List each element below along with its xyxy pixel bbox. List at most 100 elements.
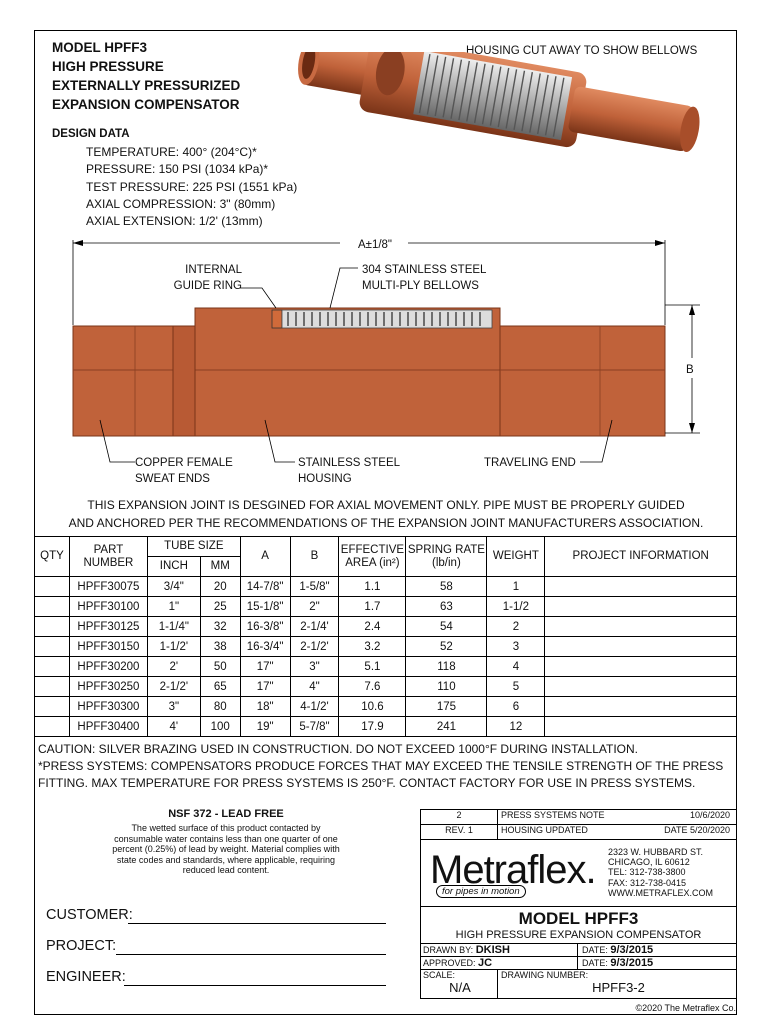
cell-mm: 20 — [199, 576, 241, 597]
cell-part: HPFF30100 — [68, 596, 148, 617]
caution-text: CAUTION: SILVER BRAZING USED IN CONSTRUC… — [38, 742, 724, 790]
cell-spring: 118 — [405, 656, 488, 677]
header-part-number: PART NUMBER — [68, 536, 148, 577]
cell-qty[interactable] — [34, 676, 70, 697]
cell-project-info[interactable] — [544, 716, 737, 737]
cell-qty[interactable] — [34, 716, 70, 737]
cell-a: 16-3/8" — [239, 616, 291, 637]
company-address: 2323 W. HUBBARD ST. CHICAGO, IL 60612 TE… — [608, 847, 713, 898]
cell-qty[interactable] — [34, 656, 70, 677]
customer-label: CUSTOMER: — [46, 907, 133, 923]
cell-project-info[interactable] — [544, 656, 737, 677]
cell-project-info[interactable] — [544, 596, 737, 617]
header-a: A — [239, 536, 291, 577]
cell-a: 17" — [239, 656, 291, 677]
scale-block: SCALE: N/A — [420, 969, 498, 999]
cell-b: 4-1/2' — [289, 696, 340, 717]
cell-qty[interactable] — [34, 696, 70, 717]
cell-a: 16-3/4" — [239, 636, 291, 657]
installation-note: THIS EXPANSION JOINT IS DESGINED FOR AXI… — [68, 498, 704, 530]
cell-project-info[interactable] — [544, 696, 737, 717]
design-data-item: AXIAL COMPRESSION: 3" (80mm) — [86, 196, 276, 211]
cell-area: 7.6 — [338, 676, 407, 697]
title-block: 2 PRESS SYSTEMS NOTE 10/6/2020 REV. 1 HO… — [420, 809, 737, 1015]
approved-row: APPROVED: JC — [420, 956, 578, 970]
cell-area: 1.1 — [338, 576, 407, 597]
engineer-field[interactable] — [124, 985, 386, 986]
cell-part: HPFF30250 — [68, 676, 148, 697]
copper-ends-label: COPPER FEMALE SWEAT ENDS — [135, 457, 233, 485]
drawing-number-block: DRAWING NUMBER: HPFF3-2 — [497, 969, 737, 999]
cell-inch: 3" — [146, 696, 201, 717]
rev2-row: PRESS SYSTEMS NOTE 10/6/2020 — [497, 809, 737, 825]
cell-a: 19" — [239, 716, 291, 737]
cell-a: 18" — [239, 696, 291, 717]
design-data-item: TEMPERATURE: 400° (204°C)* — [86, 145, 257, 159]
header-effective-area: EFFECTIVE AREA (in²) — [338, 536, 407, 577]
housing-label: STAINLESS STEEL HOUSING — [298, 457, 401, 485]
design-data-list: TEMPERATURE: 400° (204°C)* PRESSURE: 150… — [86, 144, 297, 230]
cell-mm: 100 — [199, 716, 241, 737]
header-inch: INCH — [146, 556, 201, 577]
cell-project-info[interactable] — [544, 676, 737, 697]
cell-qty[interactable] — [34, 576, 70, 597]
cell-qty[interactable] — [34, 616, 70, 637]
project-label: PROJECT: — [46, 938, 117, 954]
drawing-frame — [34, 30, 737, 1015]
cell-a: 15-1/8" — [239, 596, 291, 617]
engineer-label: ENGINEER: — [46, 969, 126, 985]
cell-spring: 54 — [405, 616, 488, 637]
cell-inch: 1-1/4" — [146, 616, 201, 637]
cell-part: HPFF30150 — [68, 636, 148, 657]
cell-project-info[interactable] — [544, 576, 737, 597]
header-b: B — [289, 536, 340, 577]
cell-part: HPFF30400 — [68, 716, 148, 737]
cell-part: HPFF30125 — [68, 616, 148, 637]
rev1-row: HOUSING UPDATED DATE 5/20/2020 — [497, 824, 737, 840]
cell-part: HPFF30200 — [68, 656, 148, 677]
cell-b: 2" — [289, 596, 340, 617]
cell-part: HPFF30300 — [68, 696, 148, 717]
header-spring-rate: SPRING RATE (lb/in) — [405, 536, 488, 577]
customer-field[interactable] — [128, 923, 386, 924]
cross-section-diagram — [72, 240, 700, 463]
rev1-label: REV. 1 — [420, 824, 498, 840]
cell-project-info[interactable] — [544, 616, 737, 637]
design-data-heading: DESIGN DATA — [52, 128, 130, 140]
cell-project-info[interactable] — [544, 636, 737, 657]
traveling-end-label: TRAVELING END — [484, 457, 576, 469]
cell-qty[interactable] — [34, 596, 70, 617]
design-data-item: TEST PRESSURE: 225 PSI (1551 kPa) — [86, 179, 298, 194]
drawing-title: MODEL HPFF3 HIGH PRESSURE EXTERNALLY PRE… — [52, 40, 241, 112]
dim-b-label: B — [686, 364, 694, 376]
cell-area: 5.1 — [338, 656, 407, 677]
bellows-label: 304 STAINLESS STEEL MULTI-PLY BELLOWS — [362, 264, 487, 292]
guide-ring-label: INTERNAL GUIDE RING — [173, 264, 242, 292]
cell-a: 17" — [239, 676, 291, 697]
cell-inch: 2-1/2' — [146, 676, 201, 697]
project-field[interactable] — [116, 954, 386, 955]
cell-weight: 3 — [486, 636, 546, 657]
cell-weight: 6 — [486, 696, 546, 717]
cell-weight: 12 — [486, 716, 546, 737]
nsf-title: NSF 372 - LEAD FREE — [168, 808, 284, 820]
cell-qty[interactable] — [34, 636, 70, 657]
spec-table: QTY PART NUMBER TUBE SIZE A B EFFECTIVE … — [34, 536, 737, 737]
cell-b: 2-1/2' — [289, 636, 340, 657]
model-title: MODEL HPFF3 — [518, 909, 639, 928]
header-tube-size: TUBE SIZE — [146, 536, 241, 557]
cell-weight: 2 — [486, 616, 546, 637]
drawn-date-row: DATE: 9/3/2015 — [577, 943, 737, 957]
drawing-number: HPFF3-2 — [592, 980, 645, 995]
drawn-by-row: DRAWN BY: DKISH — [420, 943, 578, 957]
cell-spring: 52 — [405, 636, 488, 657]
cell-spring: 241 — [405, 716, 488, 737]
design-data-item: PRESSURE: 150 PSI (1034 kPa)* — [86, 162, 269, 177]
cell-spring: 63 — [405, 596, 488, 617]
nsf-body: The wetted surface of this product conta… — [112, 823, 340, 876]
cell-spring: 58 — [405, 576, 488, 597]
